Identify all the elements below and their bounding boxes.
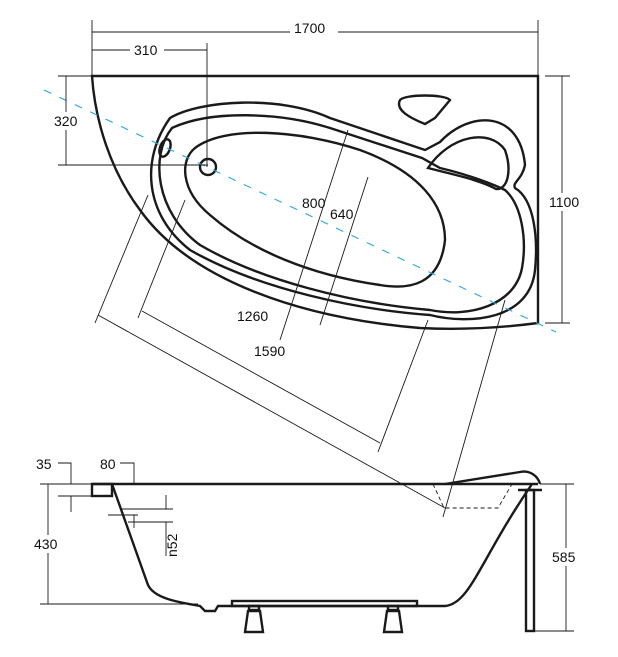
label-bg xyxy=(32,535,64,553)
dim-1590-label: 1590 xyxy=(254,343,285,359)
dim-n52-label: n52 xyxy=(164,533,180,557)
tub-basin-bottom xyxy=(183,131,447,288)
dim-1590-ext-left xyxy=(94,194,149,324)
dim-1260-ext-right xyxy=(377,319,429,453)
dim-1260-label: 1260 xyxy=(237,308,268,324)
dim-1260-line xyxy=(141,310,381,444)
foot-right xyxy=(382,604,404,634)
base-plate xyxy=(230,599,419,608)
headrest-profile xyxy=(444,470,542,486)
headrest xyxy=(426,136,510,191)
dim-640-label: 640 xyxy=(330,206,354,222)
handle-recess xyxy=(397,94,452,126)
dim-320-label: 320 xyxy=(54,113,78,129)
dim-430-label: 430 xyxy=(34,536,58,552)
dim-1590-ext-right xyxy=(442,299,506,518)
tub-outer-outline xyxy=(90,74,540,330)
dim-585-label: 585 xyxy=(552,549,576,565)
label-bg xyxy=(130,42,164,58)
dim-80-leader xyxy=(120,462,135,484)
side-view: 430 585 35 80 n52 xyxy=(32,456,582,634)
label-bg xyxy=(290,20,338,36)
rim-edge-block xyxy=(90,482,114,498)
dim-1590-line xyxy=(97,314,446,509)
drain-hole xyxy=(198,157,218,177)
dim-35-leader xyxy=(58,462,72,484)
handle-recess-dashed xyxy=(432,483,513,509)
top-view: 1700 310 320 1100 800 640 1260 1590 xyxy=(43,20,583,518)
foot-left xyxy=(243,604,265,634)
dim-800-line xyxy=(279,129,349,341)
label-bg xyxy=(235,307,277,325)
dim-800-label: 800 xyxy=(302,195,326,211)
tub-rim-outline xyxy=(150,101,538,321)
dim-310-label: 310 xyxy=(134,42,158,58)
dim-35-label: 35 xyxy=(36,456,52,472)
dim-80-label: 80 xyxy=(100,456,116,472)
tub-axis-line xyxy=(43,89,557,333)
overflow-hole xyxy=(158,138,172,158)
tub-inner-rim xyxy=(158,114,525,314)
label-bg xyxy=(550,548,582,566)
dim-1100-label: 1100 xyxy=(549,194,579,210)
label-bg xyxy=(252,342,294,360)
label-bg xyxy=(52,112,82,130)
dim-1700-label: 1700 xyxy=(294,20,325,36)
tub-profile xyxy=(110,483,533,613)
dim-640-line xyxy=(319,176,369,326)
label-bg xyxy=(547,193,583,211)
support-leg-panel xyxy=(524,488,536,633)
dim-1260-ext-left xyxy=(137,199,186,319)
